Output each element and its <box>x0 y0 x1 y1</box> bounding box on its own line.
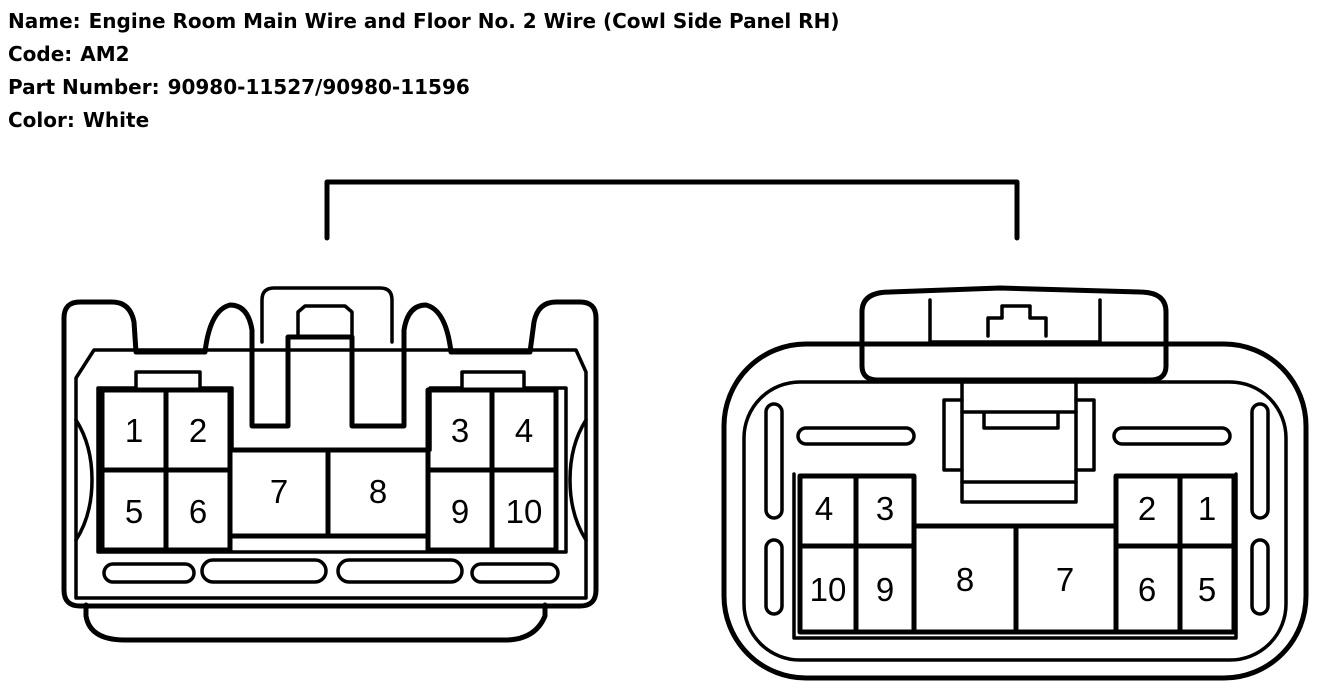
left-connector-outline <box>61 299 599 609</box>
right-pin-4: 4 <box>815 490 833 527</box>
left-pin-3: 3 <box>451 412 469 449</box>
right-pin-3: 3 <box>876 490 894 527</box>
right-connector-slot <box>1112 426 1232 446</box>
right-connector-lock-teeth <box>960 410 1078 484</box>
right-pin-6: 6 <box>1138 571 1156 608</box>
left-connector-latch <box>260 286 394 344</box>
left-pin-8: 8 <box>369 473 387 510</box>
right-pin-1: 1 <box>1198 490 1216 527</box>
part-number-value: 90980-11527/90980-11596 <box>167 75 470 99</box>
name-value: Engine Room Main Wire and Floor No. 2 Wi… <box>88 9 840 33</box>
code-value: AM2 <box>80 42 130 66</box>
right-connector-lock-body <box>960 380 1078 504</box>
left-pin-4: 4 <box>515 412 533 449</box>
left-connector-slot <box>470 562 560 584</box>
left-connector-side-rib <box>74 418 94 542</box>
right-connector-slot <box>796 426 916 446</box>
code-label: Code: <box>8 42 73 66</box>
color-line: Color: White <box>8 108 149 132</box>
code-line: Code: AM2 <box>8 42 130 66</box>
right-pin-5: 5 <box>1198 571 1216 608</box>
right-connector-outline <box>721 341 1309 681</box>
part-number-line: Part Number: 90980-11527/90980-11596 <box>8 75 470 99</box>
color-label: Color: <box>8 108 75 132</box>
left-pin-7: 7 <box>270 473 288 510</box>
right-pin-9: 9 <box>876 571 894 608</box>
right-connector-latch-tab <box>986 304 1048 338</box>
right-connector-slot <box>764 402 784 520</box>
left-connector-slot <box>200 558 328 584</box>
right-connector-slot <box>764 538 784 616</box>
left-connector-bottom-flange <box>83 602 548 643</box>
right-pin-2: 2 <box>1138 490 1156 527</box>
left-pin-10: 10 <box>506 493 543 530</box>
right-connector-slot <box>1250 402 1270 520</box>
right-connector-latch-inner <box>928 298 1102 344</box>
left-pin-9: 9 <box>451 493 469 530</box>
right-pin-8: 8 <box>956 561 974 598</box>
left-connector-side-rib <box>568 418 588 542</box>
left-pin-2: 2 <box>189 412 207 449</box>
left-connector-inner-frame <box>74 348 588 600</box>
color-value: White <box>82 108 150 132</box>
left-connector: 1 2 3 4 5 6 7 8 9 10 <box>61 286 599 643</box>
left-pin-1: 1 <box>125 412 143 449</box>
mating-bracket <box>324 179 1020 241</box>
right-connector-slot <box>1250 538 1270 616</box>
left-cavity-10 <box>489 467 559 553</box>
right-pin-10: 10 <box>810 571 847 608</box>
right-connector-latch <box>859 285 1169 383</box>
name-label: Name: <box>8 9 81 33</box>
left-pin-6: 6 <box>189 493 207 530</box>
name-line: Name: Engine Room Main Wire and Floor No.… <box>8 9 839 33</box>
left-connector-latch-tab <box>296 304 354 339</box>
part-number-label: Part Number: <box>8 75 160 99</box>
left-connector-slot <box>102 562 196 584</box>
right-connector: 4 3 2 1 10 9 8 7 6 5 <box>721 285 1309 681</box>
left-connector-slot <box>336 558 464 584</box>
right-connector-lock-step <box>942 398 1096 472</box>
left-pin-5: 5 <box>125 493 143 530</box>
right-pin-7: 7 <box>1056 561 1074 598</box>
right-cavity-5 <box>1177 543 1237 635</box>
